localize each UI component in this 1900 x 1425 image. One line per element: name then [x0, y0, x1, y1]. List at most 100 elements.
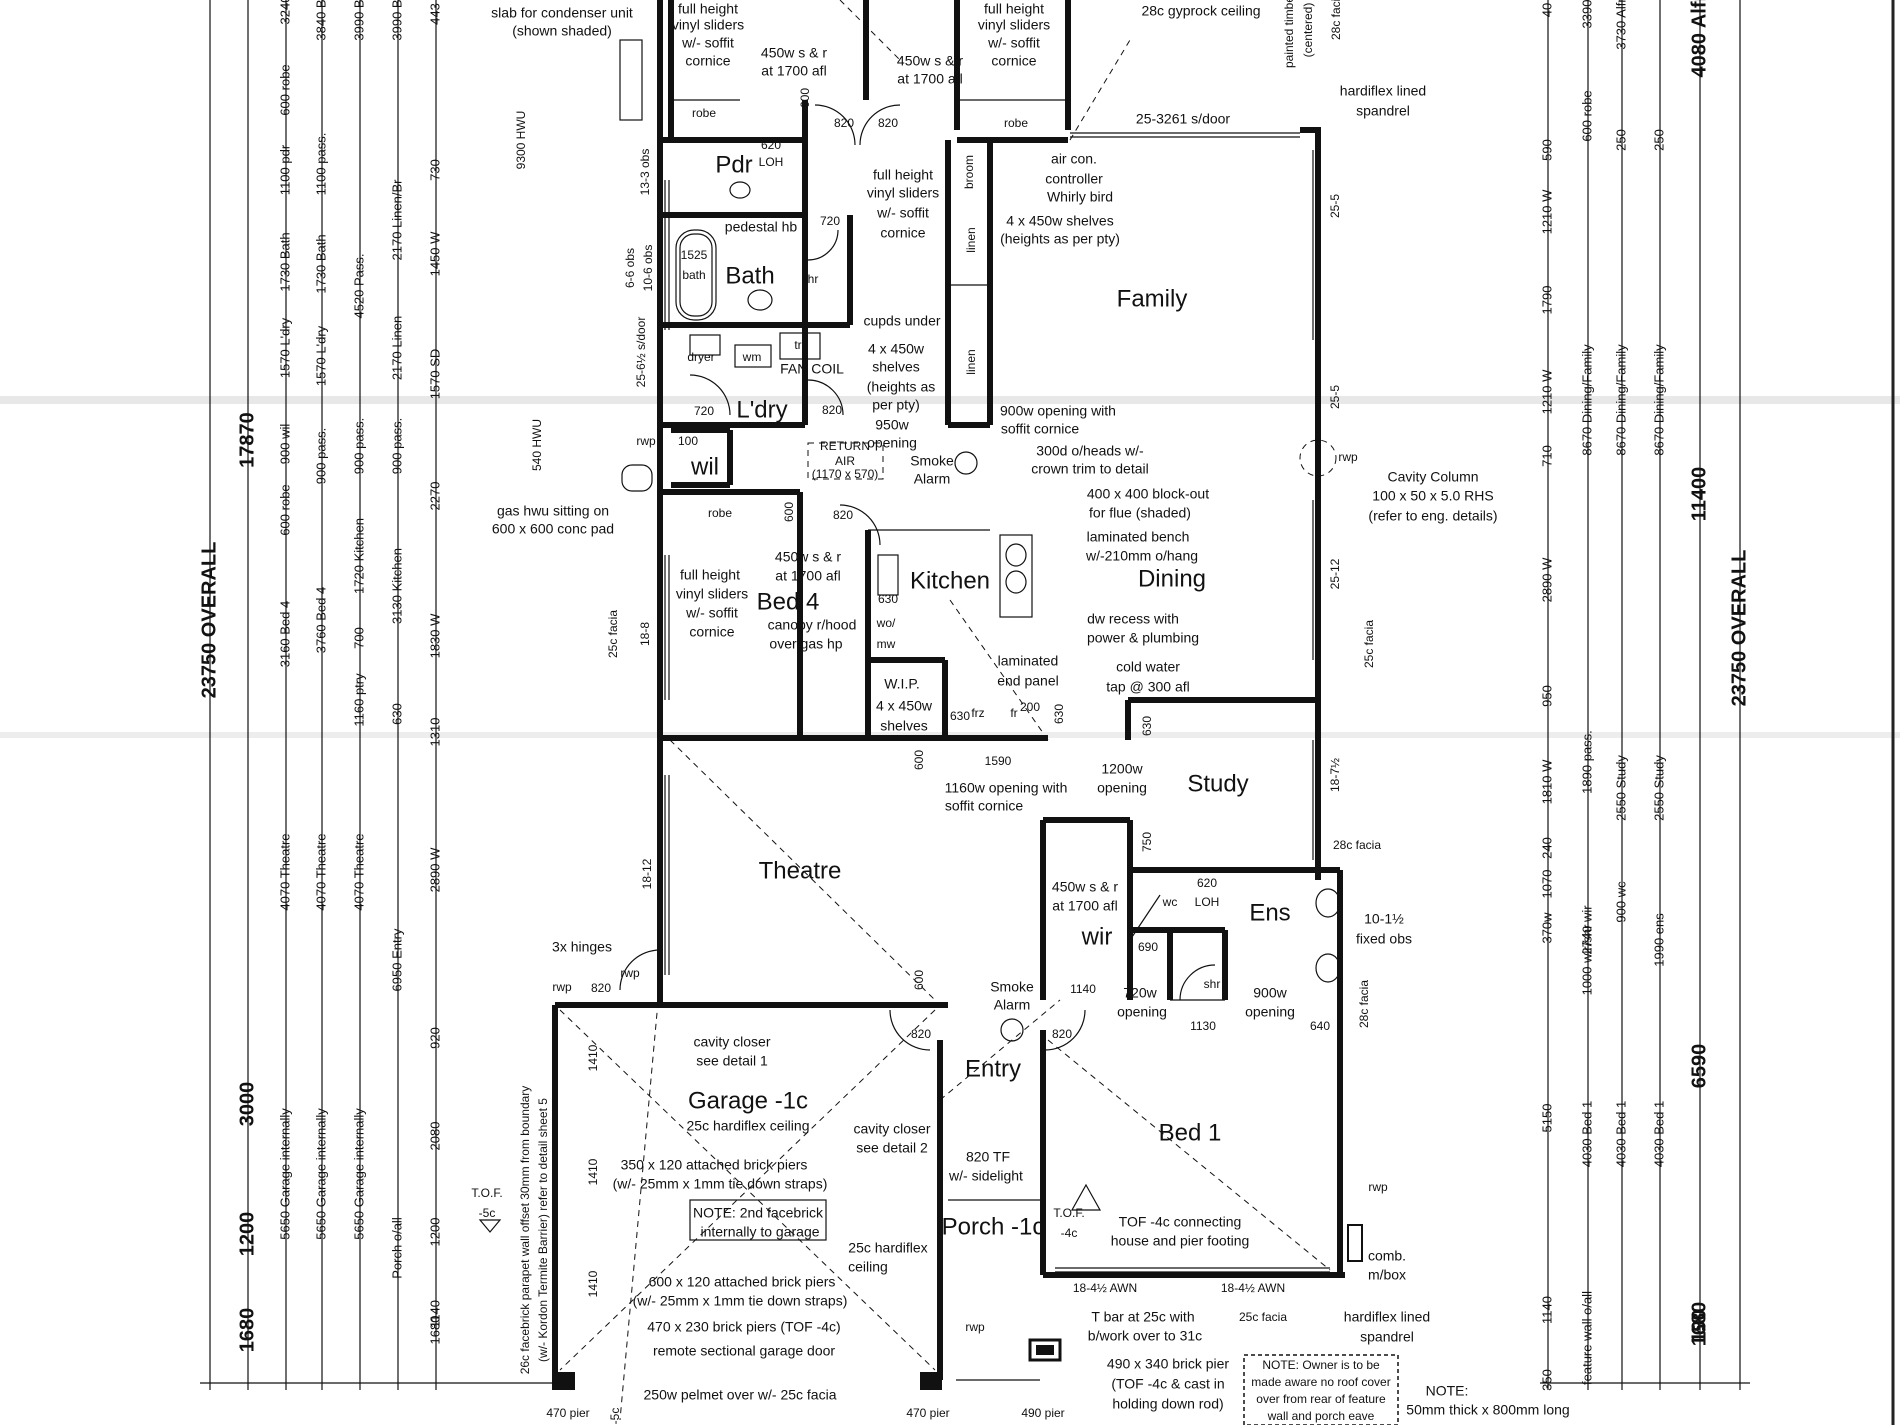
dimension-label: 2270 — [427, 482, 442, 511]
vertical-label: 13-3 obs — [638, 149, 652, 196]
dimension-label: 1100 pdr — [277, 144, 292, 195]
vertical-label: (centered) — [1301, 3, 1315, 58]
small-label: wo/ — [876, 616, 896, 630]
owner-note-line: wall and porch eave — [1267, 1409, 1375, 1423]
dimension-label: 1890 pass. — [1579, 730, 1594, 794]
vertical-label: 25-5 — [1328, 385, 1342, 409]
major-dimension: 1200 — [236, 1212, 258, 1257]
annotation-note: 450w s & r — [897, 53, 963, 69]
room-label-bed4: Bed 4 — [757, 588, 820, 615]
annotation-note: 4 x 450w — [868, 341, 925, 357]
small-label: wm — [742, 350, 762, 364]
annotation-note: 900w — [1253, 985, 1287, 1001]
annotation-note: (w/- 25mm x 1mm tie down straps) — [633, 1293, 848, 1309]
annotation-note: at 1700 afl — [761, 63, 826, 79]
dimension-label: 1720 Kitchen — [351, 518, 366, 594]
facebrick-note-box — [689, 1199, 827, 1241]
annotation-note: comb. — [1368, 1248, 1406, 1264]
annotation-note: w/- soffit — [681, 35, 734, 51]
dimension-label: 900 wc — [1613, 881, 1628, 923]
room-label-family: Family — [1117, 285, 1188, 312]
annotation-note: w/- soffit — [685, 605, 738, 621]
dimension-label: 1730 Bath — [313, 234, 328, 293]
annotation-note: shelves — [880, 718, 927, 734]
annotation-note: see detail 1 — [696, 1053, 768, 1069]
dimension-label: Porch o/all — [389, 1217, 404, 1279]
annotation-note: 25-3261 s/door — [1136, 111, 1231, 127]
small-label: frz — [971, 706, 984, 720]
annotation-note: soffit cornice — [1001, 421, 1080, 437]
small-label: robe — [1004, 116, 1028, 130]
dimension-label: 3240 — [277, 0, 292, 24]
annotation-note: m/box — [1368, 1267, 1406, 1283]
dimension-label: 710 — [1539, 445, 1554, 467]
dimension-label: 40 — [1539, 3, 1554, 17]
trough — [779, 332, 821, 360]
annotation-note: 28c gyprock ceiling — [1141, 3, 1260, 19]
small-label: -4c — [1061, 1226, 1078, 1240]
annotation-note: vinyl sliders — [676, 586, 748, 602]
small-label: shr — [1204, 977, 1221, 991]
annotation-note: Smoke — [990, 979, 1034, 995]
vertical-label: (w/- Kordon Termite Barrier) refer to de… — [536, 1098, 550, 1362]
dimension-label: 1160 ptry — [351, 673, 366, 727]
annotation-note: (shown shaded) — [512, 23, 612, 39]
annotation-note: vinyl sliders — [978, 17, 1050, 33]
annotation-note: full height — [678, 1, 738, 17]
dimension-label: 2170 Linen/Br — [389, 179, 404, 261]
dimension-label: 1830 W — [427, 613, 442, 659]
annotation-note: at 1700 afl — [1052, 898, 1117, 914]
small-label: 820 — [822, 403, 842, 417]
annotation-note: soffit cornice — [945, 798, 1024, 814]
annotation-note: cold water — [1116, 659, 1180, 675]
brick-pier — [920, 1372, 942, 1390]
annotation-note: cupds under — [863, 313, 940, 329]
small-label: T.O.F. — [471, 1186, 502, 1200]
dimension-label: 600 robe — [277, 64, 292, 115]
room-label-pdr: Pdr — [715, 151, 752, 178]
vertical-label: 9300 HWU — [514, 111, 528, 170]
annotation-note: pedestal hb — [725, 219, 798, 235]
annotation-note: full height — [984, 1, 1044, 17]
dimension-label: 600 robe — [277, 484, 292, 535]
dimension-label: 900 wil — [277, 424, 292, 465]
dimension-label: 1070 — [1539, 870, 1554, 899]
annotation-note: FAN COIL — [780, 361, 844, 377]
small-label: rwp — [1368, 1180, 1388, 1194]
small-label: shr — [802, 272, 819, 286]
dimension-label: 5650 Garage internally — [277, 1108, 292, 1240]
overall-dimension-left: 23750 OVERALL — [198, 542, 220, 699]
annotation-note: laminated bench — [1087, 529, 1190, 545]
dimension-label: 900 pass. — [351, 418, 366, 474]
dimension-label: 1140 — [1539, 1296, 1554, 1324]
dimension-label: 2890 W — [1539, 557, 1554, 603]
annotation-note: slab for condenser unit — [491, 5, 633, 21]
annotation-note: Alarm — [914, 471, 951, 487]
annotation-note: NOTE: — [1426, 1383, 1469, 1399]
small-label: 1130 — [1190, 1019, 1216, 1033]
annotation-note: cavity closer — [853, 1121, 930, 1137]
ensuite-basin — [1315, 953, 1341, 983]
annotation-note: full height — [680, 567, 740, 583]
annotation-note: ceiling — [848, 1259, 888, 1275]
dimension-label: 443 — [427, 3, 442, 25]
annotation-note: controller — [1045, 171, 1103, 187]
annotation-note: (w/- 25mm x 1mm tie down straps) — [613, 1176, 828, 1192]
small-label: 640 — [1310, 1019, 1330, 1033]
dimension-label: 250 — [1651, 129, 1666, 151]
small-label: LOH — [759, 155, 784, 169]
overall-dimension-right: 23750 OVERALL — [1728, 550, 1750, 707]
vertical-label: linen — [964, 349, 978, 374]
annotation-note: see detail 2 — [856, 1140, 928, 1156]
small-label: 25c facia — [1239, 1310, 1287, 1324]
major-dimension: 17870 — [236, 412, 258, 468]
vertical-label: 600 — [782, 502, 796, 522]
dimension-label: 5650 Garage internally — [351, 1108, 366, 1240]
vertical-label: 600 — [912, 970, 926, 990]
annotation-note: crown trim to detail — [1031, 461, 1148, 477]
dimension-label: feature wall o/all — [1579, 1291, 1594, 1385]
room-label-porch: Porch -1c — [942, 1213, 1045, 1240]
vertical-label: 18-12 — [640, 858, 654, 889]
